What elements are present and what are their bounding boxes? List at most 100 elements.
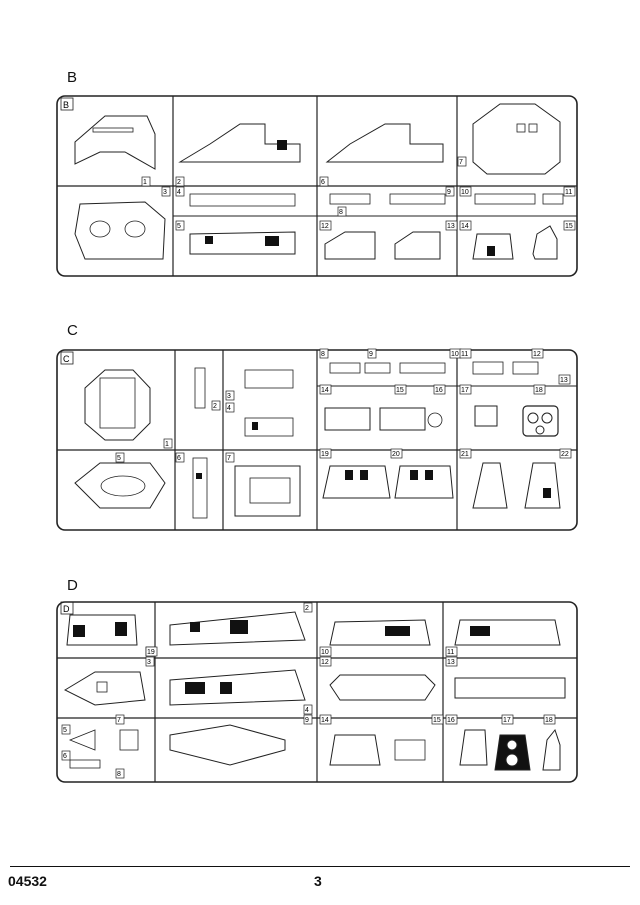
part-number-box bbox=[319, 646, 332, 657]
part-number-label: 14 bbox=[321, 387, 329, 394]
part-number-box bbox=[559, 448, 572, 459]
part-number-label: 1 bbox=[165, 441, 169, 448]
part-number-label: 4 bbox=[305, 707, 309, 714]
part-number-box bbox=[175, 186, 185, 197]
part-number-box bbox=[367, 348, 377, 359]
part-number-box bbox=[457, 156, 467, 167]
sprue-tag-box bbox=[60, 351, 74, 365]
part-number-box bbox=[115, 714, 125, 725]
part-number-label: 6 bbox=[321, 179, 325, 186]
part-number-label: 1 bbox=[143, 179, 147, 186]
part-number-box bbox=[445, 220, 458, 231]
part-number-label: 8 bbox=[339, 209, 343, 216]
part-number-label: 18 bbox=[545, 717, 553, 724]
part-number-label: 2 bbox=[305, 605, 309, 612]
part-number-label: 16 bbox=[435, 387, 443, 394]
part-number-label: 18 bbox=[535, 387, 543, 394]
part-number-label: 3 bbox=[227, 393, 231, 400]
part-number-label: 4 bbox=[227, 405, 231, 412]
part-number-box bbox=[563, 186, 576, 197]
sprue-tag-box bbox=[60, 97, 74, 111]
part-number-box bbox=[394, 384, 407, 395]
sprue-tag-text: D bbox=[63, 604, 70, 614]
part-number-label: 22 bbox=[561, 451, 569, 458]
part-number-box bbox=[445, 714, 458, 725]
section-label-b: B bbox=[67, 69, 78, 86]
part-number-box bbox=[459, 348, 472, 359]
part-number-label: 16 bbox=[447, 717, 455, 724]
part-number-label: 20 bbox=[392, 451, 400, 458]
part-number-label: 7 bbox=[227, 455, 231, 462]
part-number-label: 2 bbox=[213, 403, 217, 410]
part-number-box bbox=[543, 714, 556, 725]
part-number-box bbox=[459, 220, 472, 231]
part-number-box bbox=[303, 714, 313, 725]
part-number-box bbox=[61, 750, 71, 761]
part-number-box bbox=[319, 384, 332, 395]
part-number-box bbox=[431, 714, 444, 725]
part-number-label: 19 bbox=[321, 451, 329, 458]
part-number-label: 10 bbox=[321, 649, 329, 656]
part-number-label: 8 bbox=[321, 351, 325, 358]
part-number-label: 9 bbox=[369, 351, 373, 358]
section-label-c: C bbox=[67, 322, 78, 339]
part-number-box bbox=[225, 390, 235, 401]
part-number-box bbox=[533, 384, 546, 395]
part-number-box bbox=[337, 206, 347, 217]
part-number-box bbox=[390, 448, 403, 459]
part-number-box bbox=[319, 714, 332, 725]
part-number-label: 21 bbox=[461, 451, 469, 458]
part-number-label: 9 bbox=[447, 189, 451, 196]
part-number-label: 11 bbox=[447, 649, 454, 656]
part-number-label: 5 bbox=[177, 223, 181, 230]
part-number-label: 6 bbox=[177, 455, 181, 462]
part-number-box bbox=[531, 348, 544, 359]
part-number-label: 3 bbox=[147, 659, 151, 666]
part-number-label: 19 bbox=[147, 649, 155, 656]
part-number-box bbox=[211, 400, 221, 411]
part-number-label: 17 bbox=[461, 387, 469, 394]
part-number-box bbox=[319, 176, 329, 187]
part-number-box bbox=[175, 176, 185, 187]
part-number-label: 9 bbox=[305, 717, 309, 724]
part-number-label: 14 bbox=[321, 717, 329, 724]
part-number-label: 14 bbox=[461, 223, 469, 230]
part-number-label: 7 bbox=[459, 159, 463, 166]
part-number-label: 13 bbox=[560, 377, 568, 384]
part-number-box bbox=[459, 448, 472, 459]
part-number-box bbox=[459, 186, 472, 197]
part-number-box bbox=[319, 348, 329, 359]
footer-rule bbox=[10, 866, 630, 867]
part-number-label: 8 bbox=[117, 771, 121, 778]
part-number-label: 15 bbox=[565, 223, 573, 230]
part-number-label: 12 bbox=[321, 223, 329, 230]
page-number: 3 bbox=[314, 873, 322, 889]
part-number-box bbox=[563, 220, 576, 231]
part-number-box bbox=[445, 656, 458, 667]
part-number-label: 5 bbox=[63, 727, 67, 734]
part-number-label: 15 bbox=[396, 387, 404, 394]
part-number-box bbox=[141, 176, 151, 187]
part-number-label: 5 bbox=[117, 455, 121, 462]
sprue-frame-d: D12345678910111213141516171819 bbox=[56, 601, 578, 783]
part-number-box bbox=[303, 602, 313, 613]
part-number-box bbox=[161, 186, 171, 197]
part-number-box bbox=[175, 452, 185, 463]
part-number-label: 17 bbox=[503, 717, 511, 724]
section-label-d: D bbox=[67, 577, 78, 594]
part-number-label: 2 bbox=[177, 179, 181, 186]
part-number-label: 11 bbox=[565, 189, 572, 196]
part-number-box bbox=[163, 438, 173, 449]
part-number-box bbox=[558, 374, 571, 385]
part-number-box bbox=[501, 714, 514, 725]
part-number-label: 4 bbox=[177, 189, 181, 196]
part-number-label: 13 bbox=[447, 223, 455, 230]
part-number-label: 10 bbox=[451, 351, 459, 358]
part-number-box bbox=[319, 220, 332, 231]
part-number-label: 12 bbox=[533, 351, 541, 358]
part-number-label: 13 bbox=[447, 659, 455, 666]
sprue-tag-box bbox=[60, 601, 74, 615]
part-number-label: 10 bbox=[461, 189, 469, 196]
